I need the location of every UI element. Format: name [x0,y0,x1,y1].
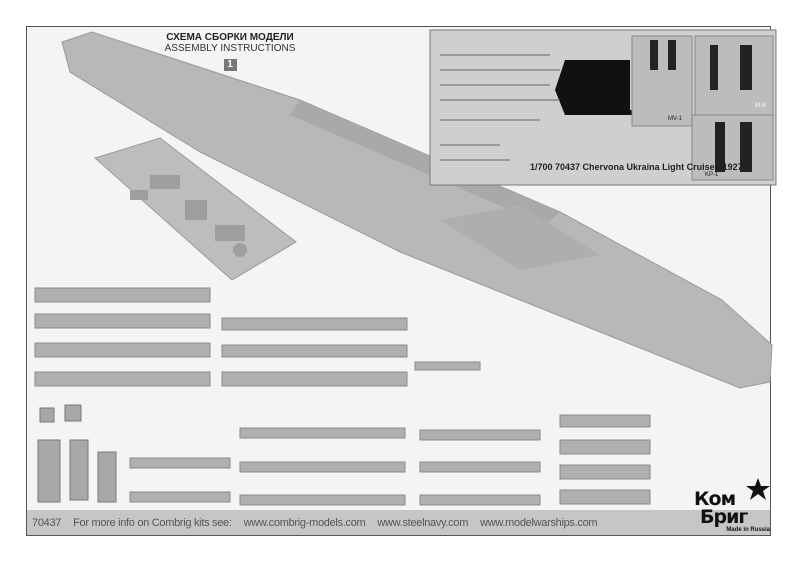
title-english: ASSEMBLY INSTRUCTIONS [164,43,296,54]
photo-etch-deck-plate [555,60,660,120]
pe-label-mv1: MV-1 [668,116,683,122]
made-in-russia: Made in Russia [726,527,770,533]
link-combrig[interactable]: www.combrig-models.com [243,516,366,529]
footer-info: For more info on Combrig kits see: [73,516,232,529]
hull-forecastle [440,205,600,270]
footer-bar: 70437 For more info on Combrig kits see:… [27,510,770,535]
sheet-title: СХЕМА СБОРКИ МОДЕЛИ ASSEMBLY INSTRUCTION… [150,32,310,72]
step-number: 1 [223,59,237,71]
logo-line1: Ком [694,488,736,510]
kit-number: 70437 [32,516,62,529]
resin-part-strips [34,287,651,506]
combrig-logo: Ком Бриг Made in Russia [690,476,772,536]
logo-line2: Бриг [700,506,748,528]
title-russian: СХЕМА СБОРКИ МОДЕЛИ [166,32,294,43]
hull-deck-superstructure [290,100,560,225]
sprue-details [130,175,247,257]
pe-label-m8: M-8 [755,103,766,109]
funnels [37,404,117,503]
star-icon [746,478,770,500]
photo-etch-caption: 1/700 70437 Chervona Ukraina Light Cruis… [530,162,743,172]
link-steelnavy[interactable]: www.steelnavy.com [377,516,469,529]
link-modelwarships[interactable]: www.modelwarships.com [480,516,598,529]
pe-label-kp1: KP-1 [705,172,719,178]
